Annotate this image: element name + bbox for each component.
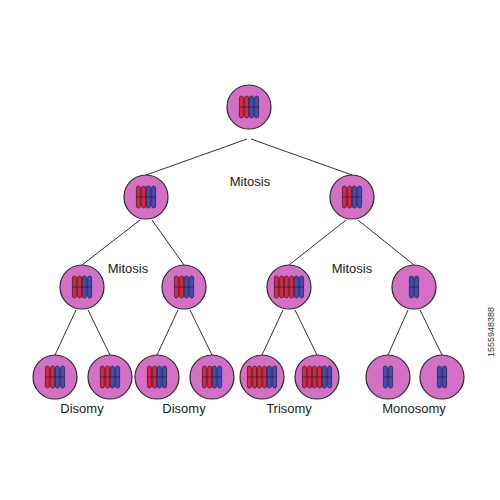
centromere bbox=[274, 287, 283, 288]
centromere bbox=[184, 287, 193, 288]
centromere bbox=[157, 377, 166, 378]
division-line bbox=[420, 310, 442, 355]
cell-circle bbox=[227, 85, 271, 129]
stage-label: Disomy bbox=[162, 401, 205, 416]
cell-circle bbox=[240, 355, 284, 399]
stage-label: Disomy bbox=[60, 401, 103, 416]
cell-circle bbox=[190, 355, 234, 399]
centromere bbox=[146, 197, 155, 198]
division-line bbox=[251, 139, 352, 175]
division-line bbox=[295, 310, 317, 355]
cell-circle bbox=[124, 175, 168, 219]
division-line bbox=[146, 139, 247, 175]
division-line bbox=[388, 310, 408, 355]
centromere bbox=[72, 287, 81, 288]
centromere bbox=[257, 377, 266, 378]
cell-circle bbox=[366, 355, 410, 399]
centromere bbox=[239, 107, 248, 108]
centromere bbox=[302, 377, 311, 378]
cell-circle bbox=[162, 265, 206, 309]
cell-circle bbox=[330, 175, 374, 219]
centromere bbox=[136, 197, 145, 198]
centromere bbox=[100, 377, 109, 378]
stage-label: Trisomy bbox=[266, 401, 312, 416]
centromere bbox=[45, 377, 54, 378]
centromere bbox=[352, 197, 361, 198]
division-line bbox=[190, 310, 212, 355]
centromere bbox=[294, 287, 303, 288]
centromere bbox=[383, 377, 392, 378]
centromere bbox=[312, 377, 321, 378]
division-line bbox=[82, 220, 140, 265]
image-id: 1555948388 bbox=[486, 307, 496, 357]
centromere bbox=[249, 107, 258, 108]
division-line bbox=[152, 220, 184, 265]
cell-circle bbox=[267, 265, 311, 309]
division-line bbox=[157, 310, 178, 355]
division-line bbox=[289, 220, 346, 265]
centromere bbox=[342, 197, 351, 198]
centromere bbox=[322, 377, 331, 378]
cell-circle bbox=[33, 355, 77, 399]
centromere bbox=[110, 377, 119, 378]
stage-label: Mitosis bbox=[230, 174, 270, 189]
centromere bbox=[202, 377, 211, 378]
division-line bbox=[88, 310, 110, 355]
cell-circle bbox=[60, 265, 104, 309]
division-line bbox=[55, 310, 76, 355]
centromere bbox=[212, 377, 221, 378]
centromere bbox=[409, 287, 418, 288]
centromere bbox=[437, 377, 446, 378]
centromere bbox=[82, 287, 91, 288]
cell-circle bbox=[135, 355, 179, 399]
stage-label: Monosomy bbox=[382, 401, 446, 416]
cell-circle bbox=[392, 265, 436, 309]
centromere bbox=[55, 377, 64, 378]
cell-circle bbox=[295, 355, 339, 399]
centromere bbox=[247, 377, 256, 378]
cell-circle bbox=[88, 355, 132, 399]
division-line bbox=[262, 310, 283, 355]
centromere bbox=[174, 287, 183, 288]
cell-circle bbox=[420, 355, 464, 399]
centromere bbox=[147, 377, 156, 378]
centromere bbox=[284, 287, 293, 288]
centromere bbox=[267, 377, 276, 378]
stage-label: Mitosis bbox=[108, 261, 148, 276]
division-line bbox=[358, 220, 414, 265]
stage-label: Mitosis bbox=[332, 261, 372, 276]
